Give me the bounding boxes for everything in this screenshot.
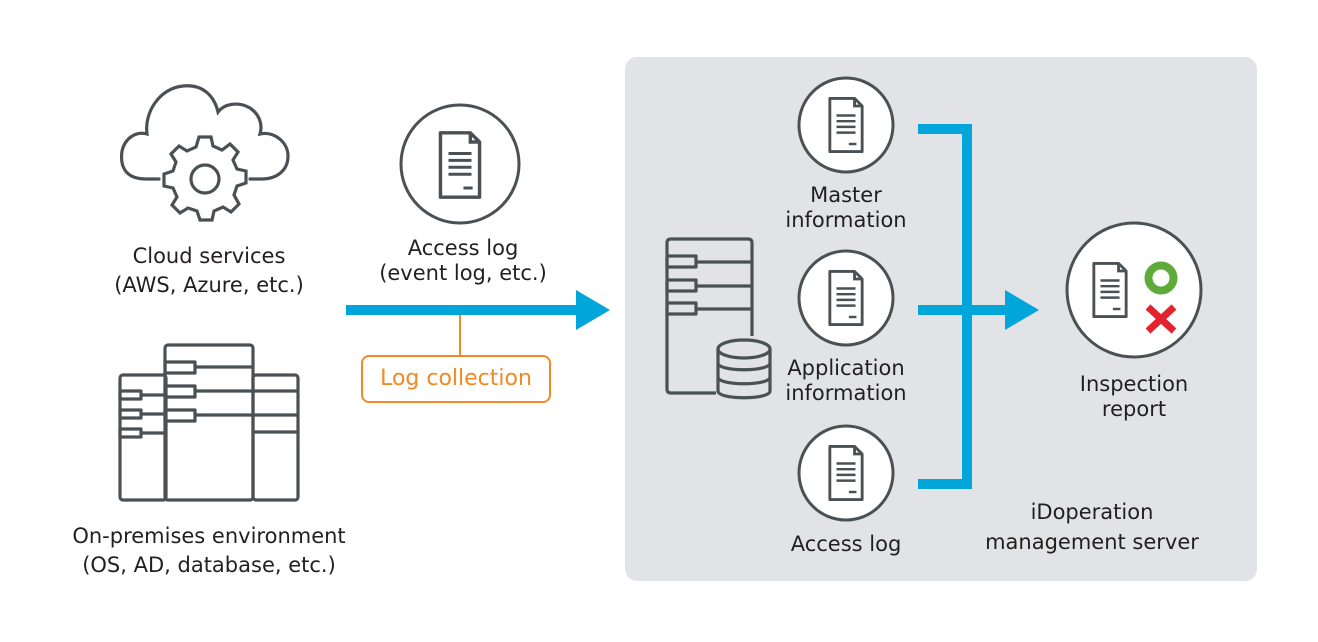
application-information-label: Application information	[785, 356, 906, 406]
application-information-icon	[797, 249, 895, 347]
cloud-gear-icon	[119, 84, 290, 222]
management-server-label: iDoperation management server	[985, 500, 1199, 555]
master-line1: Master	[810, 183, 882, 207]
ng-mark-icon	[1145, 304, 1177, 334]
server-database-icon	[665, 237, 772, 400]
aggregation-connector	[918, 124, 1039, 489]
log-collection-badge: Log collection	[361, 355, 551, 403]
server-line1: iDoperation	[1030, 500, 1154, 524]
application-line1: Application	[787, 356, 905, 380]
inspection-line2: report	[1101, 397, 1167, 421]
application-line2: information	[785, 381, 907, 405]
collected-log-line2: (event log, etc.)	[379, 261, 547, 285]
inspection-line1: Inspection	[1079, 372, 1189, 396]
inspection-report-icon	[1065, 221, 1203, 359]
master-information-icon	[797, 76, 895, 174]
cloud-label-line2: (AWS, Azure, etc.)	[114, 273, 304, 297]
access-log-line1: Access log	[790, 532, 902, 556]
access-log-label: Access log	[791, 532, 902, 557]
collected-log-label: Access log (event log, etc.)	[379, 236, 547, 286]
collected-log-line1: Access log	[407, 236, 519, 260]
master-information-label: Master information	[785, 183, 906, 233]
onprem-label-line1: On-premises environment	[72, 524, 346, 548]
onprem-label-line2: (OS, AD, database, etc.)	[82, 553, 336, 577]
master-line2: information	[785, 208, 907, 232]
access-log-collected-icon	[399, 103, 521, 225]
access-log-icon	[797, 424, 895, 522]
inspection-report-label: Inspection report	[1080, 372, 1188, 422]
cloud-services-label: Cloud services (AWS, Azure, etc.)	[114, 244, 304, 298]
cloud-label-line1: Cloud services	[132, 244, 286, 268]
server-line2: management server	[985, 530, 1199, 554]
on-premises-label: On-premises environment (OS, AD, databas…	[72, 524, 345, 578]
collection-flow-arrow	[346, 290, 610, 355]
ok-mark-icon	[1144, 261, 1178, 295]
server-rack-icon	[118, 343, 300, 502]
